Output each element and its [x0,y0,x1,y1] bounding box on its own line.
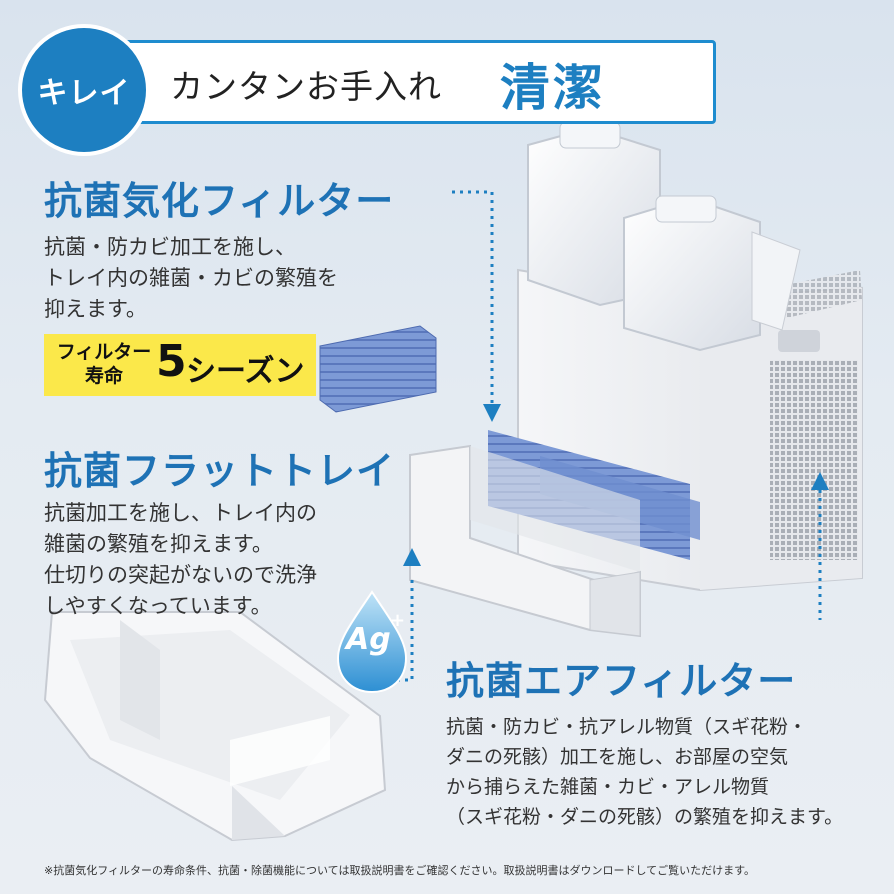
footnote: ※抗菌気化フィルターの寿命条件、抗菌・除菌機能については取扱説明書をご確認くださ… [44,864,756,877]
ag-label: Ag [346,622,391,657]
section-title-filter: 抗菌気化フィルター [44,179,395,223]
filter-life-label: フィルター 寿命 [56,341,152,387]
kirei-badge: キレイ [18,24,150,156]
water-tanks [527,121,801,352]
section-title-tray: 抗菌フラットトレイ [44,449,396,493]
filter-tray [409,430,700,638]
header-box [112,40,716,124]
ag-plus: + [390,610,406,631]
section-body-air-filter: 抗菌・防カビ・抗アレル物質（スギ花粉・ ダニの死骸）加工を施し、お部屋の空気 か… [446,716,844,828]
dotted-arrows [360,190,822,682]
filter-sample [319,325,437,413]
arrow-heads [403,404,829,566]
ag-droplet-icon [336,590,408,694]
filter-life-unit: シーズン [186,354,305,389]
section-body-filter: 抗菌・防カビ加工を施し、 トレイ内の雑菌・カビの繁殖を 抑えます。 [44,235,338,321]
filter-life-number: 5 [156,336,187,387]
section-title-air-filter: 抗菌エアフィルター [446,659,797,703]
filter-life-badge [44,334,316,396]
flat-tray [43,611,387,842]
section-body-tray: 抗菌加工を施し、トレイ内の 雑菌の繁殖を抑えます。 仕切りの突起がないので洗浄 … [44,501,317,618]
header-subtitle: カンタンお手入れ [170,67,442,106]
header-title: 清潔 [500,59,606,117]
